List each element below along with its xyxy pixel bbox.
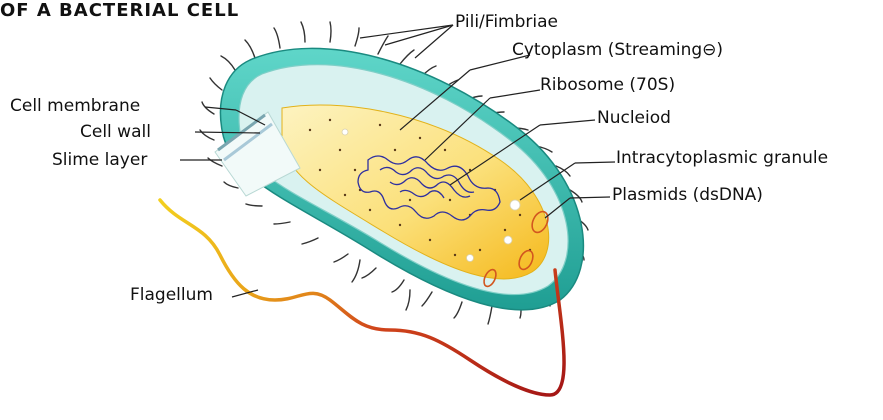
label-cell-membrane: Cell membrane (10, 96, 140, 116)
label-nucleoid: Nucleiod (597, 108, 671, 128)
label-slime-layer: Slime layer (52, 150, 147, 170)
label-ribosome: Ribosome (70S) (540, 75, 675, 95)
label-cell-wall: Cell wall (80, 122, 151, 142)
label-cytoplasm: Cytoplasm (Streaming⊖) (512, 40, 723, 60)
label-flagellum: Flagellum (130, 285, 213, 305)
label-plasmids: Plasmids (dsDNA) (612, 185, 763, 205)
label-granule: Intracytoplasmic granule (616, 148, 828, 168)
page-title: OF A BACTERIAL CELL (0, 0, 239, 21)
label-pili: Pili/Fimbriae (455, 12, 558, 32)
